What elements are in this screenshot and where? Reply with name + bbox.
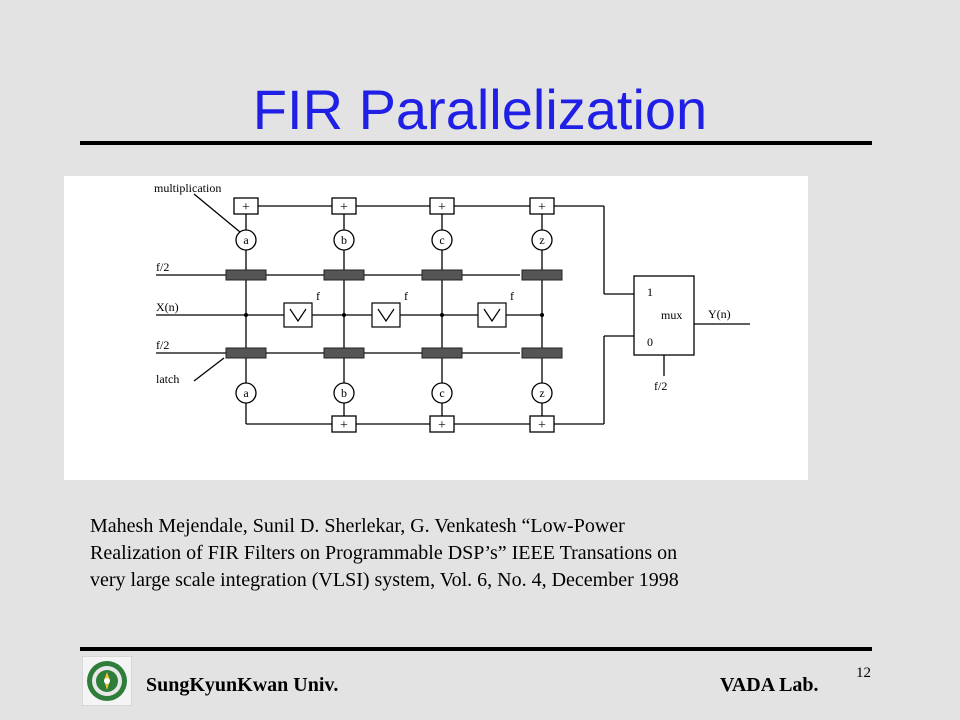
multiplier-node bbox=[333, 382, 355, 404]
multiplier-coefficient: a bbox=[243, 386, 249, 400]
mux-input-1-label: 1 bbox=[647, 285, 653, 299]
output-label: Y(n) bbox=[708, 307, 731, 321]
multiplier-node bbox=[431, 382, 453, 404]
university-seal-logo bbox=[82, 656, 132, 706]
citation: Mahesh Mejendale, Sunil D. Sherlekar, G.… bbox=[90, 513, 810, 594]
multiplier-coefficient: c bbox=[439, 233, 444, 247]
delay-clock-mark bbox=[377, 308, 395, 323]
latch-label: latch bbox=[156, 372, 179, 386]
footer-university: SungKyunKwan Univ. bbox=[146, 674, 339, 696]
latch-block-bottom bbox=[323, 347, 365, 359]
delay-clock-mark bbox=[289, 308, 307, 323]
multiplier-coefficient: b bbox=[341, 233, 347, 247]
latch-block-bottom bbox=[521, 347, 563, 359]
delay-element bbox=[283, 302, 313, 328]
delay-clock-label: f bbox=[404, 289, 408, 303]
multiplier-coefficient: b bbox=[341, 386, 347, 400]
multiplier-coefficient: a bbox=[243, 233, 249, 247]
latch-block-top bbox=[225, 269, 267, 281]
delay-element bbox=[371, 302, 401, 328]
adder-box bbox=[331, 415, 357, 433]
multiplier-coefficient: z bbox=[539, 386, 544, 400]
delay-clock-mark bbox=[483, 308, 501, 323]
mux-block bbox=[633, 275, 695, 356]
multiplier-coefficient: c bbox=[439, 386, 444, 400]
citation-line-2: Realization of FIR Filters on Programmab… bbox=[90, 542, 678, 564]
citation-line-3: very large scale integration (VLSI) syst… bbox=[90, 569, 679, 591]
footer-divider bbox=[80, 647, 872, 651]
adder-symbol: + bbox=[438, 418, 446, 433]
input-label: X(n) bbox=[156, 300, 179, 314]
adder-box bbox=[331, 197, 357, 215]
multiplier-node bbox=[431, 229, 453, 251]
adder-box bbox=[233, 197, 259, 215]
multiplication-label: multiplication bbox=[154, 181, 221, 195]
mux-select-label: f/2 bbox=[654, 379, 667, 393]
multiplier-coefficient: z bbox=[539, 233, 544, 247]
adder-box bbox=[529, 197, 555, 215]
latch-block-bottom bbox=[421, 347, 463, 359]
adder-symbol: + bbox=[538, 200, 546, 215]
adder-box bbox=[429, 197, 455, 215]
footer-lab: VADA Lab. bbox=[720, 674, 819, 696]
adder-symbol: + bbox=[340, 418, 348, 433]
latch-block-bottom bbox=[225, 347, 267, 359]
mux-label: mux bbox=[661, 308, 682, 322]
clock-half-top-label: f/2 bbox=[156, 260, 169, 274]
latch-block-top bbox=[323, 269, 365, 281]
multiplier-node bbox=[531, 382, 553, 404]
latch-block-top bbox=[521, 269, 563, 281]
page-number: 12 bbox=[856, 665, 871, 681]
adder-symbol: + bbox=[242, 200, 250, 215]
adder-symbol: + bbox=[340, 200, 348, 215]
adder-symbol: + bbox=[438, 200, 446, 215]
title-divider bbox=[80, 141, 872, 145]
adder-box bbox=[529, 415, 555, 433]
fir-parallel-diagram: f f f + + + + + + + a b c z a b c z 1 mux 0 multiplic… bbox=[64, 176, 808, 480]
multiplier-node bbox=[531, 229, 553, 251]
clock-half-bottom-label: f/2 bbox=[156, 338, 169, 352]
latch-block-top bbox=[421, 269, 463, 281]
delay-element bbox=[477, 302, 507, 328]
mux-input-0-label: 0 bbox=[647, 335, 653, 349]
multiplier-node bbox=[235, 229, 257, 251]
delay-clock-label: f bbox=[510, 289, 514, 303]
adder-symbol: + bbox=[538, 418, 546, 433]
multiplier-node bbox=[333, 229, 355, 251]
adder-box bbox=[429, 415, 455, 433]
delay-clock-label: f bbox=[316, 289, 320, 303]
multiplier-node bbox=[235, 382, 257, 404]
slide-title: FIR Parallelization bbox=[252, 78, 708, 141]
citation-line-1: Mahesh Mejendale, Sunil D. Sherlekar, G.… bbox=[90, 515, 625, 537]
